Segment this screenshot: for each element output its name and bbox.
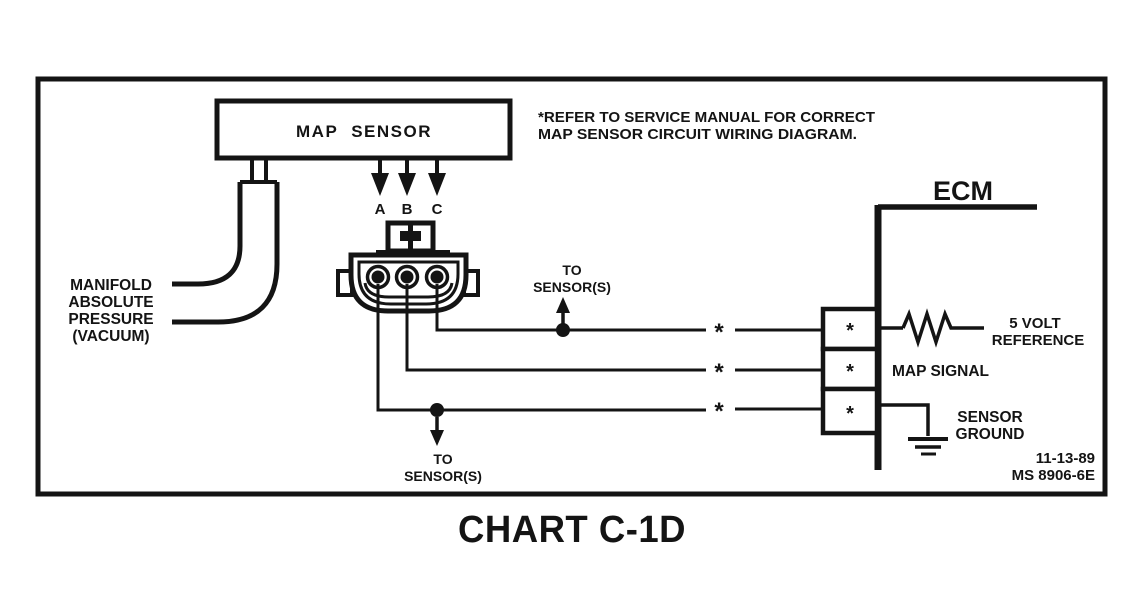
junction-dot-top xyxy=(556,323,570,337)
resistor-zigzag xyxy=(901,308,984,348)
to-sensors-top-line2: SENSOR(S) xyxy=(533,279,611,295)
terminal-asterisk-3: * xyxy=(846,403,854,425)
to-sensors-top-line1: TO xyxy=(562,262,581,278)
terminal-asterisk-2: * xyxy=(846,361,854,383)
circuit-wires: * * * xyxy=(376,284,823,425)
connector-shell-inner xyxy=(357,260,460,306)
resistor-5v-reference: 5 VOLT REFERENCE xyxy=(881,308,1085,349)
service-note: *REFER TO SERVICE MANUAL FOR CORRECT MAP… xyxy=(538,109,875,143)
revision-block: 11-13-89 MS 8906-6E xyxy=(1012,450,1095,484)
map-sensor-label: MAP SENSOR xyxy=(296,122,432,141)
terminal-box-5v xyxy=(820,306,880,352)
manifold-label-line4: (VACUUM) xyxy=(72,328,149,345)
manifold-label-line3: PRESSURE xyxy=(68,311,153,328)
terminal-box-signal xyxy=(820,346,880,392)
connector-latch xyxy=(376,220,450,256)
pin-label-c: C xyxy=(432,201,443,218)
wire-a-ground xyxy=(376,284,706,412)
vacuum-nipple xyxy=(250,158,268,182)
pin-arrows: A B C xyxy=(371,160,446,218)
connector-pin-a xyxy=(365,264,391,290)
junction-dot-bottom xyxy=(430,403,444,417)
hose-inner-wall xyxy=(172,182,243,287)
arrow-c-head xyxy=(428,173,446,196)
terminal-asterisk-1: * xyxy=(846,320,854,342)
terminal-box-ground xyxy=(820,386,880,436)
map-sensor-box: MAP SENSOR xyxy=(214,98,513,161)
arrow-b-head xyxy=(398,173,416,196)
chart-title: CHART C-1D xyxy=(458,509,686,551)
manifold-label-line2: ABSOLUTE xyxy=(68,294,153,311)
ecm-terminal-boxes: * * * xyxy=(820,306,880,436)
revision-date: 11-13-89 xyxy=(1036,450,1095,467)
manifold-label: MANIFOLD ABSOLUTE PRESSURE (VACUUM) xyxy=(68,277,153,345)
service-note-line2: MAP SENSOR CIRCUIT WIRING DIAGRAM. xyxy=(538,126,857,143)
hose-outer-wall xyxy=(172,182,280,325)
sensor-ground-label-line1: SENSOR xyxy=(957,409,1022,426)
ground-symbol xyxy=(908,437,948,456)
arrow-up-head xyxy=(556,297,570,313)
pin-label-a: A xyxy=(375,201,386,218)
revision-code: MS 8906-6E xyxy=(1012,467,1095,484)
ecm-label: ECM xyxy=(933,176,993,206)
vacuum-hose xyxy=(172,158,280,325)
map-signal-label: MAP SIGNAL xyxy=(892,363,989,380)
ground-wire xyxy=(881,403,930,436)
sensor-ground-label-line2: GROUND xyxy=(956,426,1025,443)
to-sensors-bottom-line1: TO xyxy=(433,451,452,467)
wire-splice-asterisk-3: * xyxy=(714,398,724,425)
wire-splice-asterisk-1: * xyxy=(714,319,724,346)
five-volt-label-line1: 5 VOLT xyxy=(1009,315,1060,332)
arrow-down-head xyxy=(430,430,444,446)
to-sensors-top: TO SENSOR(S) xyxy=(533,262,611,337)
sensor-ground: SENSOR GROUND xyxy=(881,403,1025,456)
diagram-border xyxy=(35,76,1108,497)
to-sensors-bottom: TO SENSOR(S) xyxy=(404,403,482,484)
pin-label-b: B xyxy=(402,201,413,218)
arrow-a-head xyxy=(371,173,389,196)
wire-splice-asterisk-2: * xyxy=(714,359,724,386)
manifold-label-line1: MANIFOLD xyxy=(70,277,152,294)
five-volt-label-line2: REFERENCE xyxy=(992,332,1085,349)
wire-b-signal xyxy=(405,284,706,372)
map-sensor-connector xyxy=(336,252,480,314)
service-note-line1: *REFER TO SERVICE MANUAL FOR CORRECT xyxy=(538,109,875,126)
to-sensors-bottom-line2: SENSOR(S) xyxy=(404,468,482,484)
wire-c-5v xyxy=(435,284,706,332)
